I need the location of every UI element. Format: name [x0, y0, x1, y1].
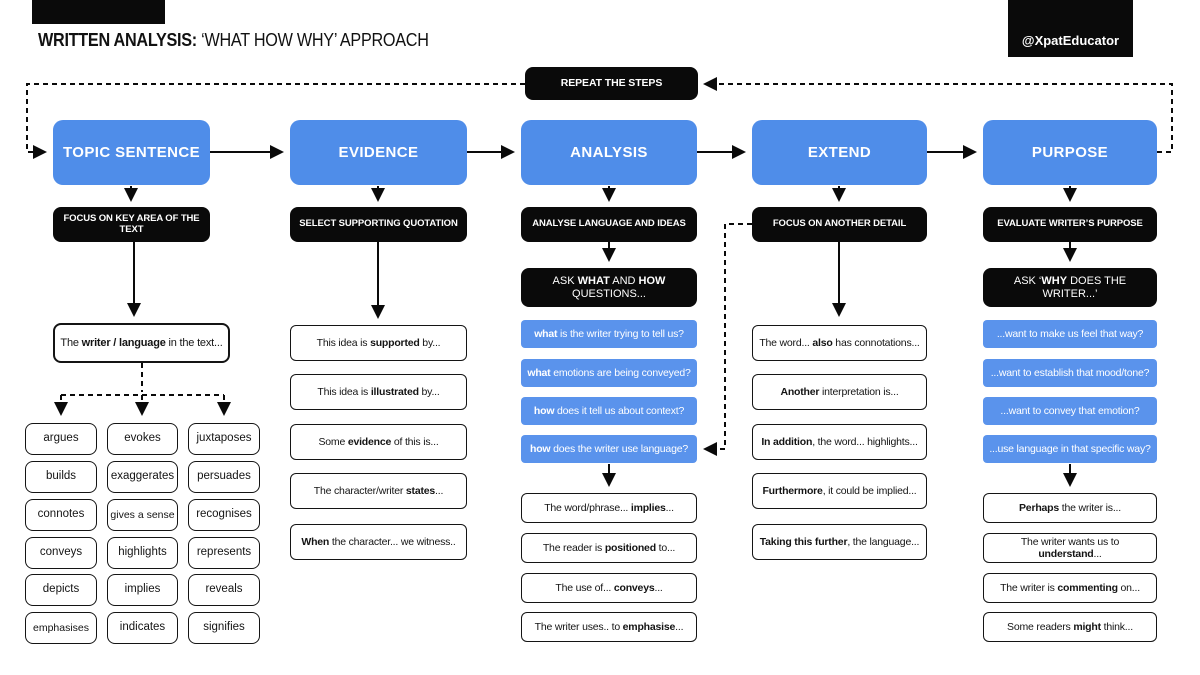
- arrow-repeat-to-topic: [26, 83, 525, 159]
- analysis-frame: The use of... conveys...: [521, 573, 697, 603]
- page-title-lead: WRITTEN ANALYSIS:: [38, 30, 197, 50]
- word-box: persuades: [188, 461, 260, 493]
- analysis-frame: The word/phrase... implies...: [521, 493, 697, 523]
- redacted-logo: [32, 0, 165, 24]
- word-box: builds: [25, 461, 97, 493]
- word-box: signifies: [188, 612, 260, 644]
- analysis-question: what emotions are being conveyed?: [521, 359, 697, 387]
- step-topic-sentence: TOPIC SENTENCE: [53, 120, 210, 185]
- word-box: depicts: [25, 574, 97, 606]
- purpose-frame: The writer wants us to understand...: [983, 533, 1157, 563]
- evidence-frame: When the character... we witness..: [290, 524, 467, 560]
- word-box: recognises: [188, 499, 260, 531]
- extend-frame: Another interpretation is...: [752, 374, 927, 410]
- directive-extend: FOCUS ON ANOTHER DETAIL: [752, 207, 927, 242]
- purpose-question: ...want to convey that emotion?: [983, 397, 1157, 425]
- extend-frame: In addition, the word... highlights...: [752, 424, 927, 460]
- author-handle-badge: @XpatEducator: [1008, 0, 1133, 57]
- evidence-frame: This idea is supported by...: [290, 325, 467, 361]
- purpose-question: ...want to make us feel that way?: [983, 320, 1157, 348]
- word-box: represents: [188, 537, 260, 569]
- analysis-question: what is the writer trying to tell us?: [521, 320, 697, 348]
- author-handle: @XpatEducator: [1021, 33, 1120, 48]
- evidence-frame: Some evidence of this is...: [290, 424, 467, 460]
- word-box: evokes: [107, 423, 178, 455]
- extend-frame: Furthermore, it could be implied...: [752, 473, 927, 509]
- directive-topic: FOCUS ON KEY AREA OF THE TEXT: [53, 207, 210, 242]
- analysis-question: how does the writer use language?: [521, 435, 697, 463]
- arrow-extend-to-how-question: [703, 223, 752, 456]
- word-box: reveals: [188, 574, 260, 606]
- step-purpose: PURPOSE: [983, 120, 1157, 185]
- word-box: implies: [107, 574, 178, 606]
- extend-frame: Taking this further, the language...: [752, 524, 927, 560]
- word-box: indicates: [107, 612, 178, 644]
- repeat-steps-box: REPEAT THE STEPS: [525, 67, 698, 100]
- directive-purpose: EVALUATE WRITER’S PURPOSE: [983, 207, 1157, 242]
- ask-why-box: ASK ‘WHY DOES THE WRITER...’: [983, 268, 1157, 307]
- analysis-frame: The reader is positioned to...: [521, 533, 697, 563]
- analysis-frame: The writer uses.. to emphasise...: [521, 612, 697, 642]
- topic-stem-box: The writer / language in the text...: [53, 323, 230, 363]
- word-box: connotes: [25, 499, 97, 531]
- evidence-frame: The character/writer states...: [290, 473, 467, 509]
- purpose-frame: The writer is commenting on...: [983, 573, 1157, 603]
- step-analysis: ANALYSIS: [521, 120, 697, 185]
- page-title: WRITTEN ANALYSIS: ‘WHAT HOW WHY’ APPROAC…: [38, 30, 429, 51]
- purpose-question: ...want to establish that mood/tone?: [983, 359, 1157, 387]
- step-extend: EXTEND: [752, 120, 927, 185]
- analysis-question: how does it tell us about context?: [521, 397, 697, 425]
- directive-evidence: SELECT SUPPORTING QUOTATION: [290, 207, 467, 242]
- step-evidence: EVIDENCE: [290, 120, 467, 185]
- word-box: conveys: [25, 537, 97, 569]
- word-box: highlights: [107, 537, 178, 569]
- page-title-rest: ‘WHAT HOW WHY’ APPROACH: [196, 30, 429, 50]
- word-box: exaggerates: [107, 461, 178, 493]
- word-box: gives a sense: [107, 499, 178, 531]
- word-box: argues: [25, 423, 97, 455]
- word-box: emphasises: [25, 612, 97, 644]
- purpose-frame: Some readers might think...: [983, 612, 1157, 642]
- extend-frame: The word... also has connotations...: [752, 325, 927, 361]
- arrow-purpose-to-repeat: [703, 77, 1173, 153]
- purpose-question: ...use language in that specific way?: [983, 435, 1157, 463]
- directive-analysis: ANALYSE LANGUAGE AND IDEAS: [521, 207, 697, 242]
- evidence-frame: This idea is illustrated by...: [290, 374, 467, 410]
- word-box: juxtaposes: [188, 423, 260, 455]
- ask-what-how-box: ASK WHAT AND HOW QUESTIONS...: [521, 268, 697, 307]
- purpose-frame: Perhaps the writer is...: [983, 493, 1157, 523]
